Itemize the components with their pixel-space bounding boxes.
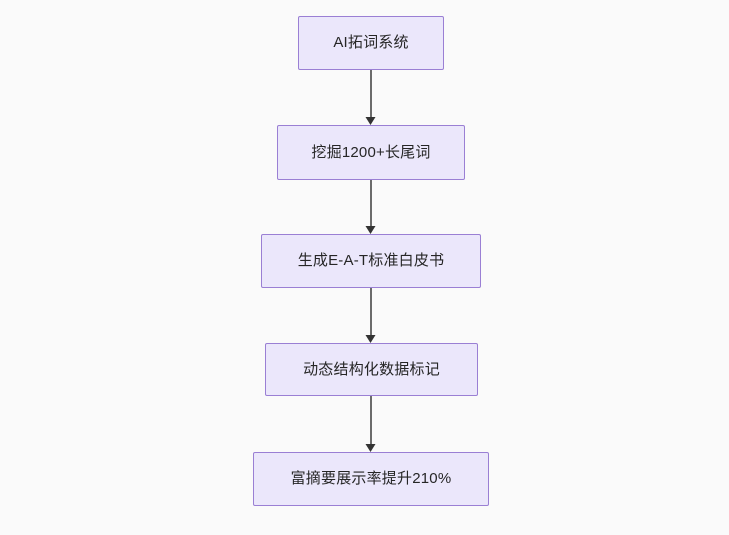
flow-node-ai-keyword-system[interactable]: AI拓词系统 (298, 16, 444, 70)
flow-node-dynamic-structured-data-markup[interactable]: 动态结构化数据标记 (265, 343, 478, 396)
edge-line (370, 70, 372, 118)
arrowhead-down-icon (365, 226, 376, 234)
arrowhead-down-icon (365, 117, 376, 125)
arrowhead-down-icon (365, 335, 376, 343)
edge-line (370, 396, 372, 445)
edge-line (370, 288, 372, 336)
flow-node-generate-eat-whitepaper[interactable]: 生成E-A-T标准白皮书 (261, 234, 481, 288)
edge-line (370, 180, 372, 227)
arrowhead-down-icon (365, 444, 376, 452)
flow-node-mine-longtail-keywords[interactable]: 挖掘1200+长尾词 (277, 125, 465, 180)
flow-node-rich-snippet-impression-uplift[interactable]: 富摘要展示率提升210% (253, 452, 489, 506)
